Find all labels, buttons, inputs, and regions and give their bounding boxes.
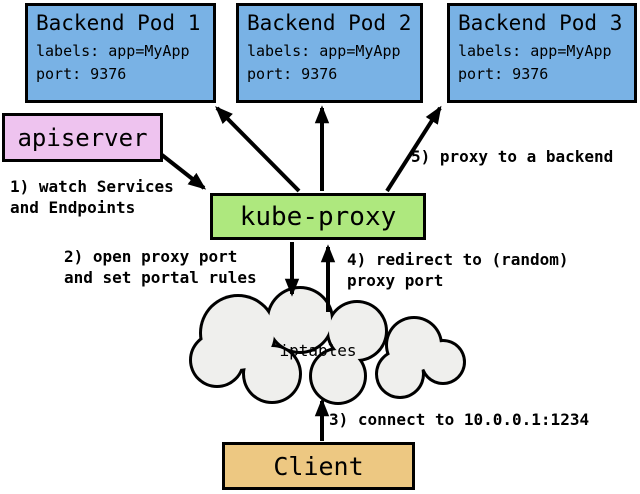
backend-pod-1-labels: labels: app=MyApp	[36, 42, 190, 60]
step3-line1: 3) connect to 10.0.0.1:1234	[329, 410, 590, 429]
step2-line2: and set portal rules	[64, 268, 257, 287]
backend-pod-2-labels: labels: app=MyApp	[247, 42, 401, 60]
client-box: Client	[222, 442, 415, 490]
backend-pod-1-port: port: 9376	[36, 65, 127, 83]
kube-proxy-label: kube-proxy	[239, 201, 397, 232]
backend-pod-2-box: Backend Pod 2 labels: app=MyApp port: 93…	[236, 3, 423, 103]
arrow-kubeproxy-to-pod1	[215, 106, 301, 193]
kube-proxy-box: kube-proxy	[210, 193, 426, 240]
step5-annotation: 5) proxy to a backend	[411, 146, 613, 167]
step2-annotation: 2) open proxy port and set portal rules	[64, 246, 257, 288]
apiserver-box: apiserver	[2, 113, 163, 162]
step1-annotation: 1) watch Services and Endpoints	[10, 176, 174, 218]
apiserver-label: apiserver	[17, 123, 148, 152]
backend-pod-1-box: Backend Pod 1 labels: app=MyApp port: 93…	[25, 3, 216, 103]
step1-line1: 1) watch Services	[10, 177, 174, 196]
backend-pod-3-port: port: 9376	[458, 65, 549, 83]
backend-pod-3-labels: labels: app=MyApp	[458, 42, 612, 60]
arrow-kubeproxy-to-pod3	[385, 105, 442, 193]
step4-annotation: 4) redirect to (random) proxy port	[347, 249, 569, 291]
step4-line1: 4) redirect to (random)	[347, 250, 569, 269]
step5-line1: 5) proxy to a backend	[411, 147, 614, 166]
step2-line1: 2) open proxy port	[64, 247, 238, 266]
step1-line2: and Endpoints	[10, 198, 136, 217]
step4-line2: proxy port	[347, 271, 444, 290]
iptables-label: iptables	[279, 341, 357, 360]
iptables-cloud	[189, 286, 466, 405]
backend-pod-1-title: Backend Pod 1	[36, 11, 201, 35]
arrow-apiserver-to-kubeproxy	[160, 153, 207, 190]
client-label: Client	[273, 451, 364, 481]
backend-pod-2-port: port: 9376	[247, 65, 338, 83]
step3-annotation: 3) connect to 10.0.0.1:1234	[329, 409, 589, 430]
backend-pod-3-box: Backend Pod 3 labels: app=MyApp port: 93…	[447, 3, 637, 103]
backend-pod-2-title: Backend Pod 2	[247, 11, 412, 35]
backend-pod-3-title: Backend Pod 3	[458, 11, 623, 35]
